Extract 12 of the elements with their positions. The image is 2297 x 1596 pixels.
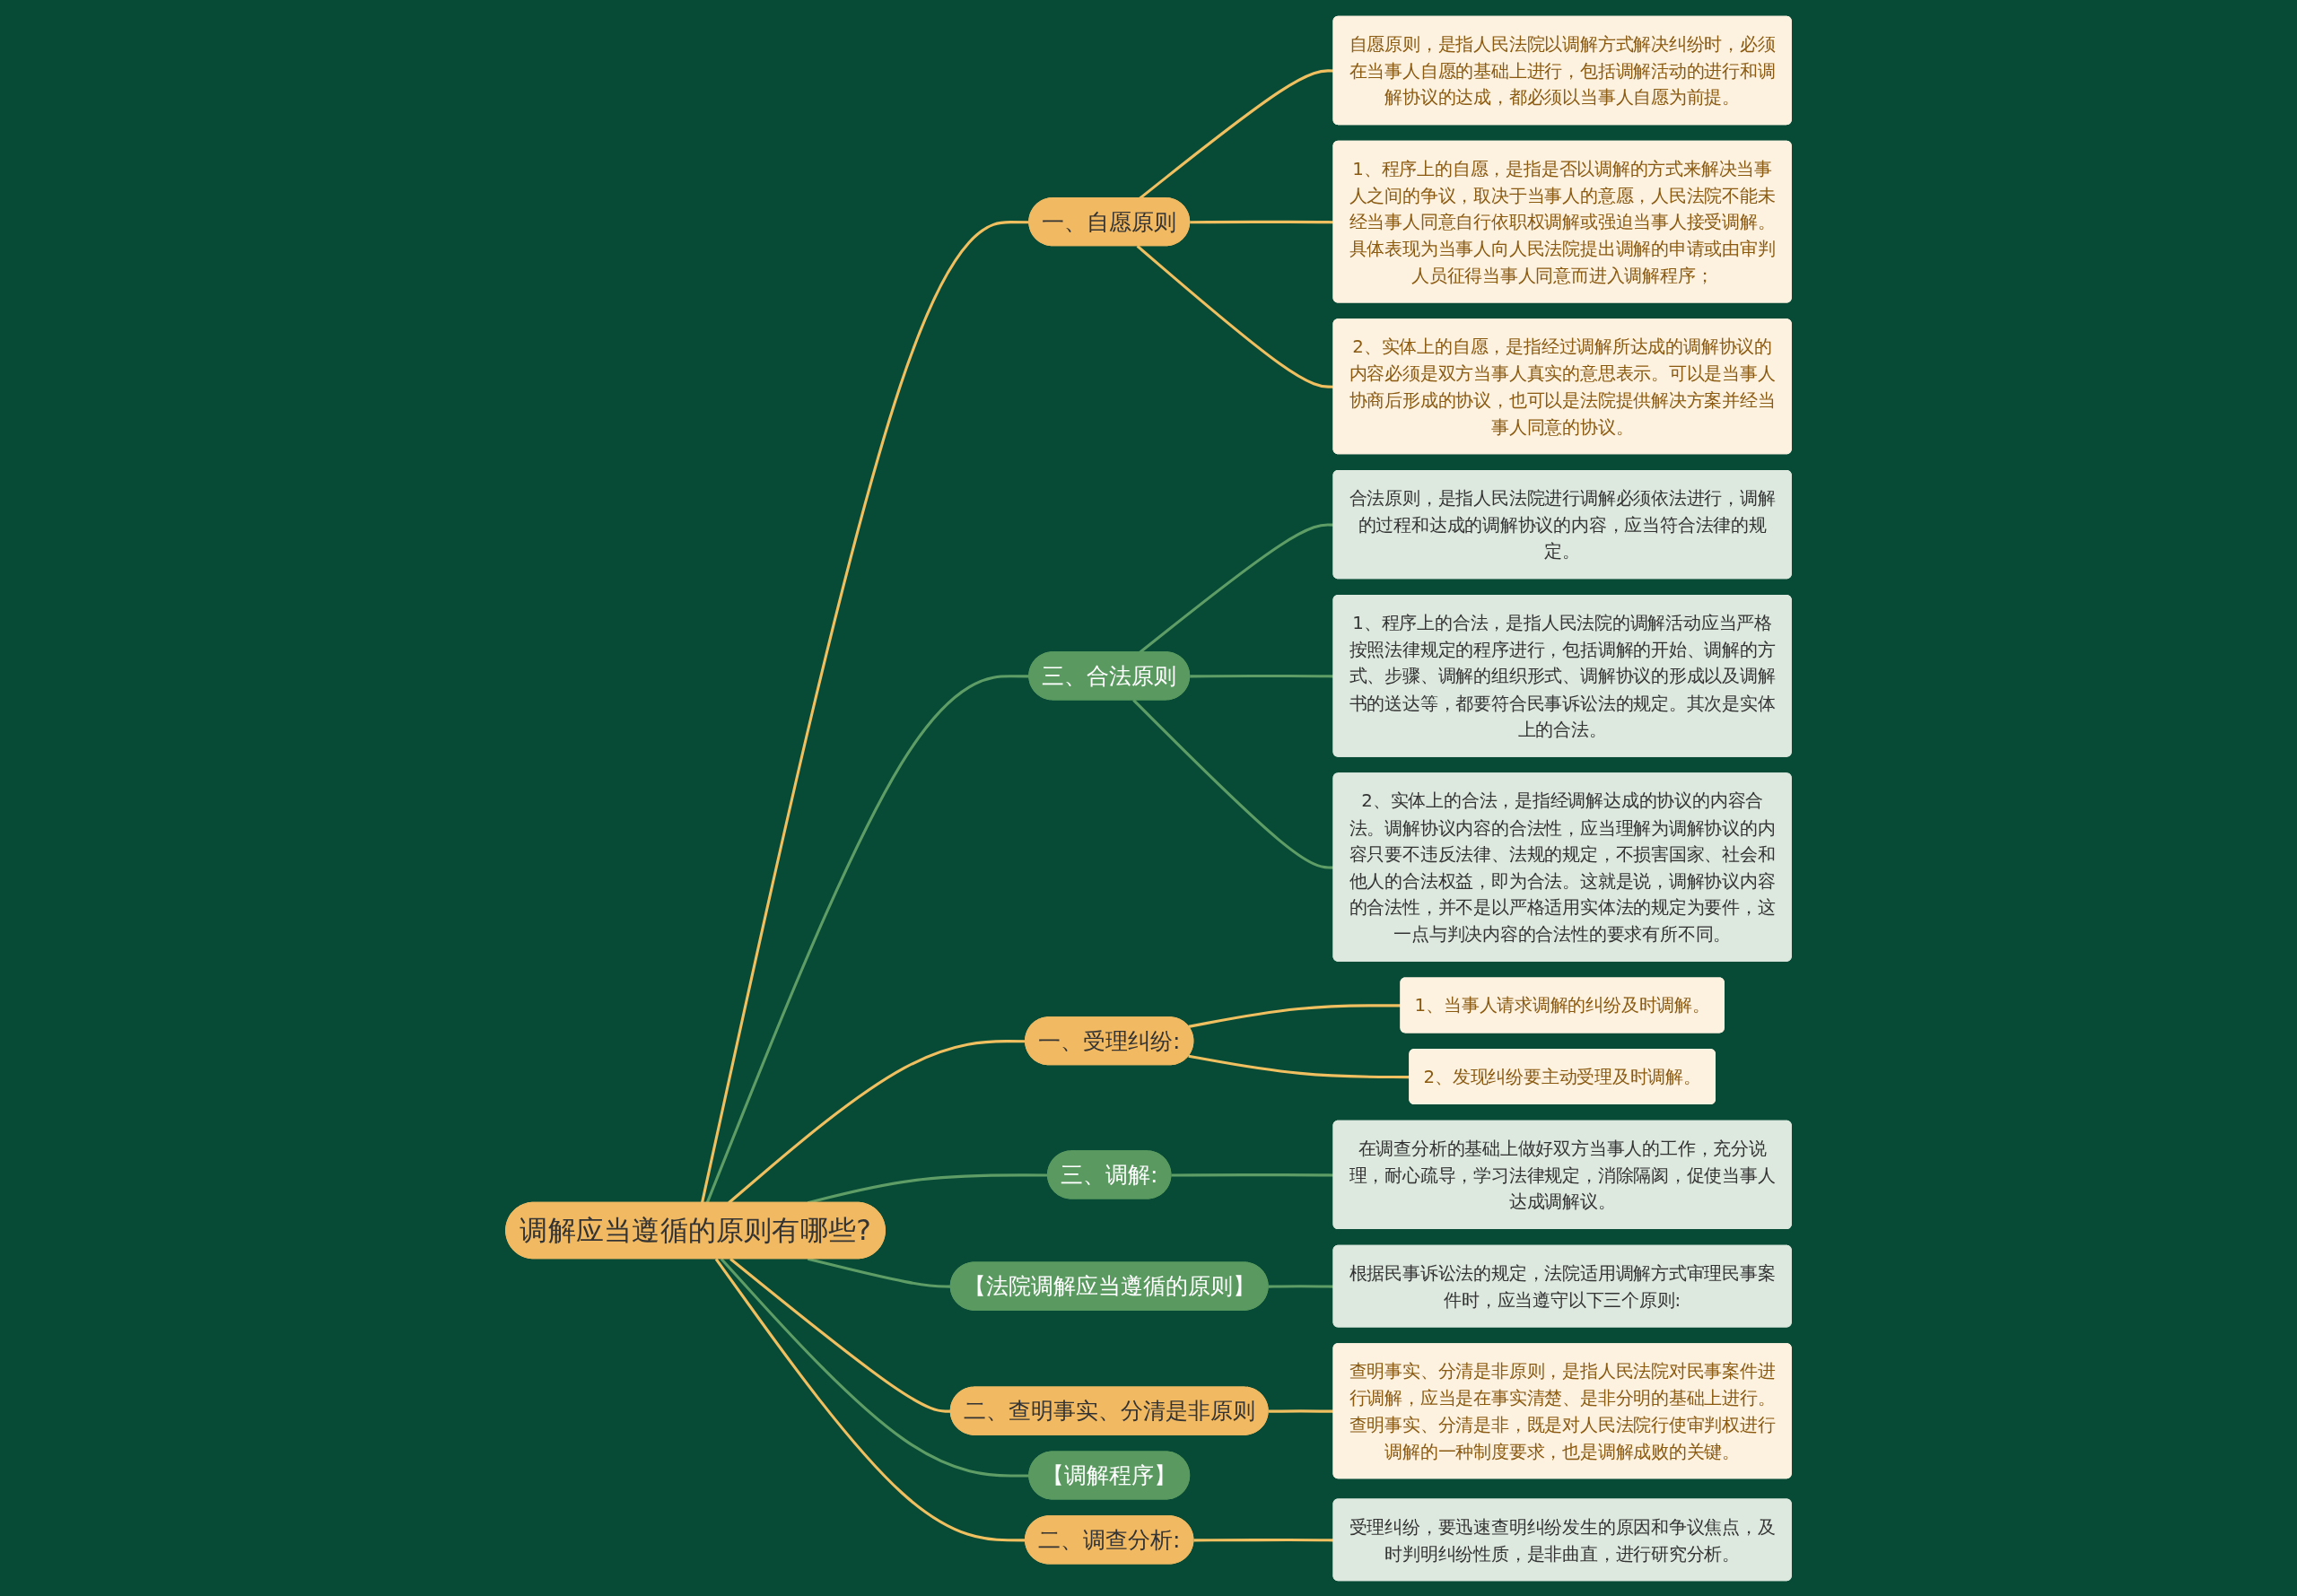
connector	[729, 1257, 951, 1413]
connector	[1139, 68, 1334, 199]
connector	[807, 1257, 951, 1288]
connector	[1268, 1408, 1334, 1413]
connector	[1132, 698, 1334, 869]
connector	[1190, 674, 1334, 677]
connector	[1139, 523, 1334, 653]
connector	[1136, 244, 1334, 388]
connector	[1171, 1173, 1334, 1176]
connector	[1190, 220, 1334, 223]
connector	[1268, 1284, 1334, 1288]
connector	[1193, 1538, 1334, 1541]
